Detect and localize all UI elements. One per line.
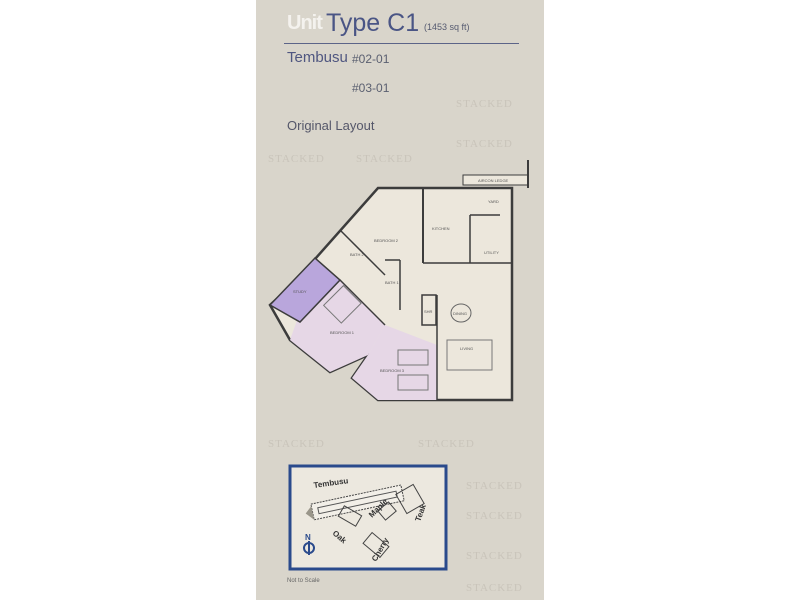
unit-label: Unit	[287, 12, 323, 34]
room-label: BEDROOM 1	[330, 330, 355, 335]
svg-text:N: N	[305, 533, 311, 542]
watermark: STACKED	[466, 480, 523, 492]
room-label: DINING	[453, 311, 467, 316]
unit-number: #02-01	[352, 52, 390, 66]
room-label: YARD	[488, 199, 499, 204]
block-name: Tembusu	[287, 49, 348, 66]
watermark: STACKED	[356, 153, 413, 165]
room-label: BATH 2	[350, 252, 364, 257]
bedroom-3-area	[352, 325, 437, 400]
watermark: STACKED	[268, 438, 325, 450]
watermark: STACKED	[466, 550, 523, 562]
sofa-icon	[446, 339, 493, 371]
title-divider	[284, 43, 519, 44]
floor-plan: AIRCON LEDGE YARD KITCHEN UTILITY BEDROO…	[268, 160, 529, 571]
layout-label: Original Layout	[287, 118, 375, 133]
watermark: STACKED	[466, 510, 523, 522]
bed-icon	[397, 349, 429, 366]
room-label: UTILITY	[484, 250, 499, 255]
page-title: Type C1	[326, 9, 420, 37]
teak-block	[395, 483, 425, 515]
bed-icon	[397, 374, 429, 391]
room-label: AIRCON LEDGE	[478, 178, 509, 183]
scale-note: Not to Scale	[287, 578, 320, 584]
dining-table-icon	[450, 303, 472, 323]
room-label: LIVING	[460, 346, 473, 351]
room-label: BEDROOM 2	[374, 238, 399, 243]
room-label: BEDROOM 3	[380, 368, 405, 373]
unit-number: #03-01	[352, 81, 390, 95]
room-label: BATH 1	[385, 280, 399, 285]
watermark: STACKED	[456, 98, 513, 110]
north-arrow-icon: N	[303, 533, 315, 555]
watermark: STACKED	[466, 582, 523, 594]
room-label: STUDY	[293, 289, 307, 294]
room-label: KITCHEN	[432, 226, 450, 231]
cherry-block	[362, 531, 390, 559]
brochure-page: STACKED STACKED STACKED STACKED STACKED …	[256, 0, 544, 600]
bed-icon	[322, 284, 362, 324]
watermark: STACKED	[268, 153, 325, 165]
watermark: STACKED	[456, 138, 513, 150]
site-plan: Tembusu Maple Teak Oak Cherry N	[288, 464, 448, 571]
watermark: STACKED	[418, 438, 475, 450]
room-label: SHR	[424, 309, 433, 314]
maple-block	[377, 501, 397, 521]
oak-block	[337, 505, 363, 527]
unit-area: (1453 sq ft)	[424, 22, 470, 32]
tembusu-block	[305, 484, 405, 521]
